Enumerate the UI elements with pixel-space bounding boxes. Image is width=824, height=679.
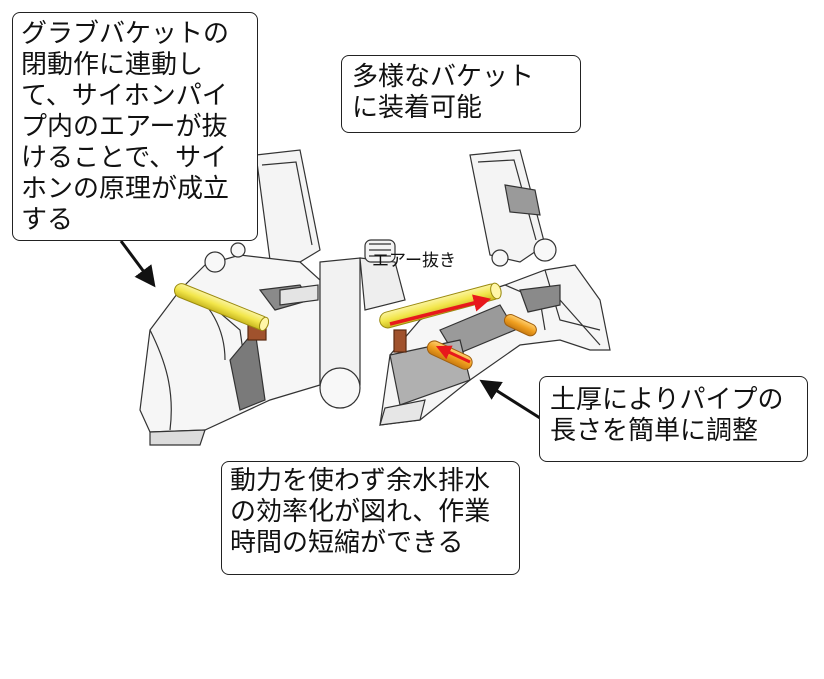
red-flow-arrow xyxy=(389,294,492,326)
callout-bucket-compatibility: 多様なバケット に装着可能 xyxy=(341,55,581,133)
right-back-pipe xyxy=(503,314,537,337)
callout-siphon-principle: グラブバケットの 閉動作に連動し て、サイホンパイ プ内のエアーが抜 けることで… xyxy=(12,12,258,241)
black-pointer-arrow xyxy=(479,379,541,420)
flow-arrows xyxy=(389,294,492,364)
callout-pipe-adjustment: 土厚によりパイプの 長さを簡単に調整 xyxy=(539,376,808,462)
black-pointer-arrow xyxy=(119,240,156,288)
callout-efficiency: 動力を使わず余水排水 の効率化が図れ、作業 時間の短縮ができる xyxy=(221,461,520,575)
left-upper-arm xyxy=(255,149,321,263)
right-upper-arm xyxy=(469,149,546,263)
red-flow-arrow xyxy=(435,345,471,364)
air-release-label: エアー抜き xyxy=(372,251,456,271)
right-upper-pipe xyxy=(379,282,502,329)
pointer-arrows xyxy=(119,240,541,420)
left-shell xyxy=(139,254,321,433)
left-pipe xyxy=(173,283,270,332)
bucket-drawing xyxy=(139,149,611,446)
